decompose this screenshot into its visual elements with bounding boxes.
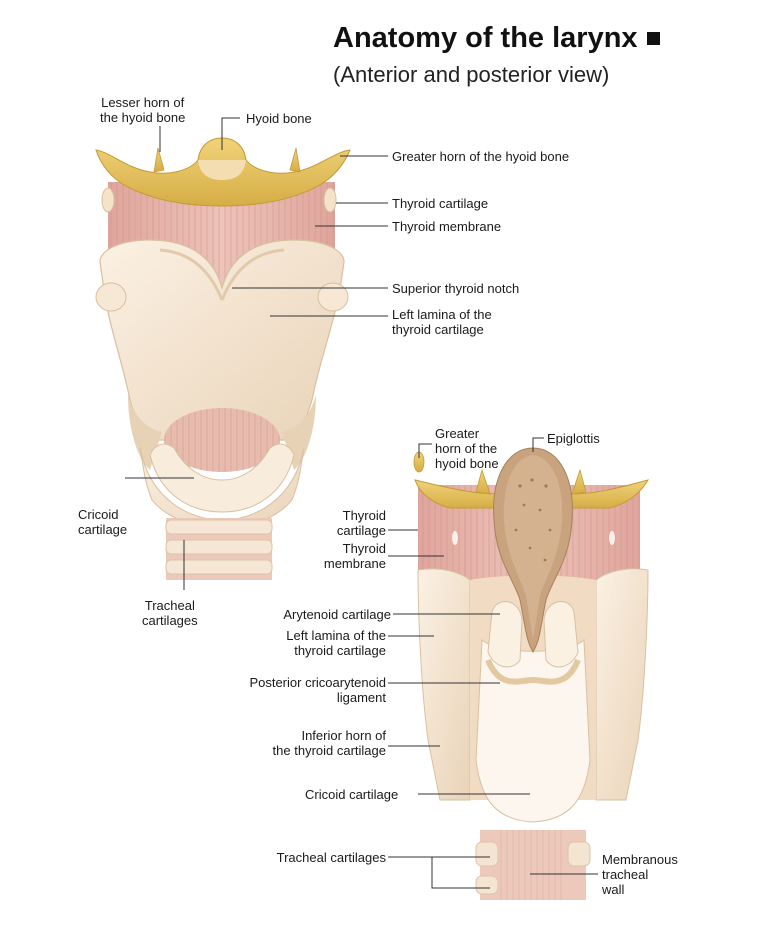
label-line: Thyroid <box>342 508 386 523</box>
label-posterior-greater-horn: Greater horn of the hyoid bone <box>435 426 499 471</box>
label-anterior-superior-notch: Superior thyroid notch <box>392 281 520 296</box>
label-posterior-cricoid: Cricoid cartilage <box>305 787 399 802</box>
label-anterior-cricoid: Cricoid cartilage <box>78 507 127 537</box>
label-posterior-cricoarytenoid: Posterior cricoarytenoid ligament <box>222 675 386 705</box>
label-line: cartilage <box>336 523 386 538</box>
label-line: Left lamina of the <box>392 307 492 322</box>
label-anterior-thyroid-membrane: Thyroid membrane <box>392 219 502 234</box>
label-line: Inferior horn of <box>301 728 386 743</box>
label-anterior-hyoid-bone: Hyoid bone <box>246 111 312 126</box>
label-line: thyroid cartilage <box>392 322 484 337</box>
page-subtitle: (Anterior and posterior view) <box>333 62 610 87</box>
label-posterior-epiglottis: Epiglottis <box>547 431 600 446</box>
label-posterior-left-lamina: Left lamina of the thyroid cartilage <box>256 628 386 658</box>
posterior-thyroid-cartilage <box>417 568 471 801</box>
label-anterior-greater-horn: Greater horn of the hyoid bone <box>392 149 570 164</box>
label-line: the thyroid cartilage <box>272 743 386 758</box>
label-posterior-inferior-horn: Inferior horn of the thyroid cartilage <box>238 728 386 758</box>
label-posterior-thyroid-membrane: Thyroid membrane <box>306 541 386 571</box>
label-anterior-thyroid-cartilage: Thyroid cartilage <box>392 196 489 211</box>
label-posterior-tracheal: Tracheal cartilages <box>276 850 386 865</box>
label-line: membrane <box>323 556 386 571</box>
label-line: Greater <box>435 426 480 441</box>
label-anterior-lesser-horn: Lesser horn of the hyoid bone <box>100 95 185 125</box>
label-line: Left lamina of the <box>286 628 386 643</box>
label-line: wall <box>602 882 625 897</box>
label-line: cartilage <box>78 522 128 537</box>
label-line: Posterior cricoarytenoid <box>249 675 386 690</box>
label-line: Cricoid <box>78 507 119 522</box>
label-line: hyoid bone <box>435 456 499 471</box>
label-line: thyroid cartilage <box>294 643 386 658</box>
label-posterior-thyroid-cartilage: Thyroid cartilage <box>318 508 386 538</box>
label-line: Lesser horn of <box>101 95 185 110</box>
label-line: Tracheal <box>144 598 195 613</box>
posterior-cricoid-cartilage <box>475 638 591 823</box>
posterior-view <box>413 447 650 900</box>
label-anterior-left-lamina: Left lamina of the thyroid cartilage <box>392 307 492 337</box>
label-line: Membranous <box>602 852 678 867</box>
label-line: the hyoid bone <box>100 110 186 125</box>
posterior-arytenoid <box>487 601 523 668</box>
label-posterior-arytenoid: Arytenoid cartilage <box>283 607 391 622</box>
title-square-marker <box>646 32 660 45</box>
label-line: horn of the <box>435 441 498 456</box>
label-line: tracheal <box>602 867 649 882</box>
label-anterior-tracheal: Tracheal cartilages <box>142 598 198 628</box>
leader-lines <box>125 117 598 889</box>
label-line: ligament <box>336 690 386 705</box>
page-title: Anatomy of the larynx <box>333 22 660 55</box>
label-line: Thyroid <box>342 541 386 556</box>
label-line: cartilages <box>142 613 198 628</box>
anterior-view <box>95 137 351 580</box>
label-posterior-membranous-wall: Membranous tracheal wall <box>602 852 678 897</box>
